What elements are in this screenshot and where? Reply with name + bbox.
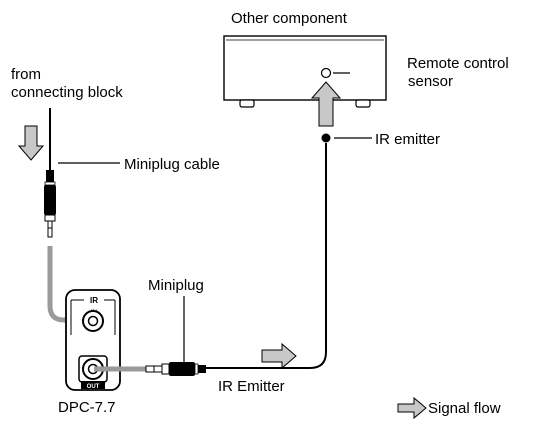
- gray-cable-in: [47, 246, 84, 323]
- remote-sensor-icon: [320, 67, 332, 79]
- signal-arrow-right-icon: [261, 342, 297, 370]
- ir-emitter-label: IR emitter: [375, 131, 440, 148]
- ir-emitter-wire: [204, 143, 327, 369]
- miniplug-vertical-icon: [44, 170, 56, 238]
- out-jack-label: OUT: [87, 384, 100, 390]
- ir-emitter-bottom-label: IR Emitter: [218, 378, 285, 395]
- device-name-label: DPC-7.7: [58, 399, 116, 416]
- from-label-2: connecting block: [11, 84, 123, 101]
- component-foot-right: [355, 99, 371, 108]
- remote-sensor-label-2: sensor: [408, 73, 453, 90]
- ir-section-label: IR: [90, 296, 98, 305]
- miniplug-cable-label: Miniplug cable: [124, 156, 220, 173]
- miniplug-label: Miniplug: [148, 277, 204, 294]
- other-component: [223, 35, 387, 108]
- miniplug-horizontal-icon: [145, 362, 206, 376]
- other-component-label: Other component: [231, 10, 348, 27]
- dpc-panel: IR IN OUT: [65, 289, 121, 391]
- from-label-1: from: [11, 66, 41, 83]
- ir-emitter-head-icon: [321, 133, 331, 143]
- remote-sensor-label-1: Remote control: [407, 55, 509, 72]
- legend-signal-flow-label: Signal flow: [428, 400, 501, 417]
- legend-arrow-icon: [397, 396, 427, 420]
- component-foot-left: [239, 99, 255, 108]
- signal-arrow-up-icon: [310, 81, 342, 127]
- signal-arrow-down-icon: [17, 125, 45, 161]
